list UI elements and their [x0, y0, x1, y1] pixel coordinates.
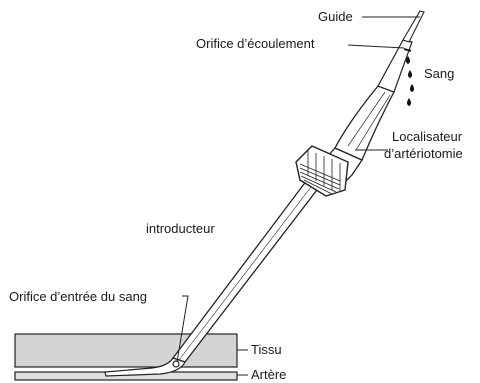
tissue-layer [14, 333, 238, 368]
label-orifice-entree: Orifice d’entrée du sang [9, 289, 147, 304]
introducer-sheath [171, 179, 322, 363]
sheath-tip [104, 357, 186, 377]
label-tissu: Tissu [251, 342, 282, 357]
blood-drops [406, 56, 414, 106]
blood-inlet-port [172, 360, 180, 368]
label-artere: Artère [251, 367, 286, 382]
leader-orifice-entree [176, 295, 189, 363]
dilator-inner-line-b [355, 94, 391, 151]
label-sang: Sang [424, 66, 454, 81]
sheath-center-line [178, 182, 315, 361]
locator-grip [295, 145, 349, 197]
grip-ridges [299, 150, 341, 195]
guidewire [402, 10, 425, 43]
label-localisateur-line2: d’artériotomie [384, 146, 463, 161]
label-orifice-ecoulement: Orifice d’écoulement [196, 36, 315, 51]
label-introducteur: introducteur [146, 221, 215, 236]
dilator-neck [377, 39, 413, 93]
outflow-port [403, 48, 412, 52]
dilator-inner-line-a [347, 91, 386, 147]
label-localisateur-line1: Localisateur [392, 129, 463, 144]
leader-orifice-ecoulement [347, 44, 405, 49]
label-guide: Guide [318, 9, 353, 24]
